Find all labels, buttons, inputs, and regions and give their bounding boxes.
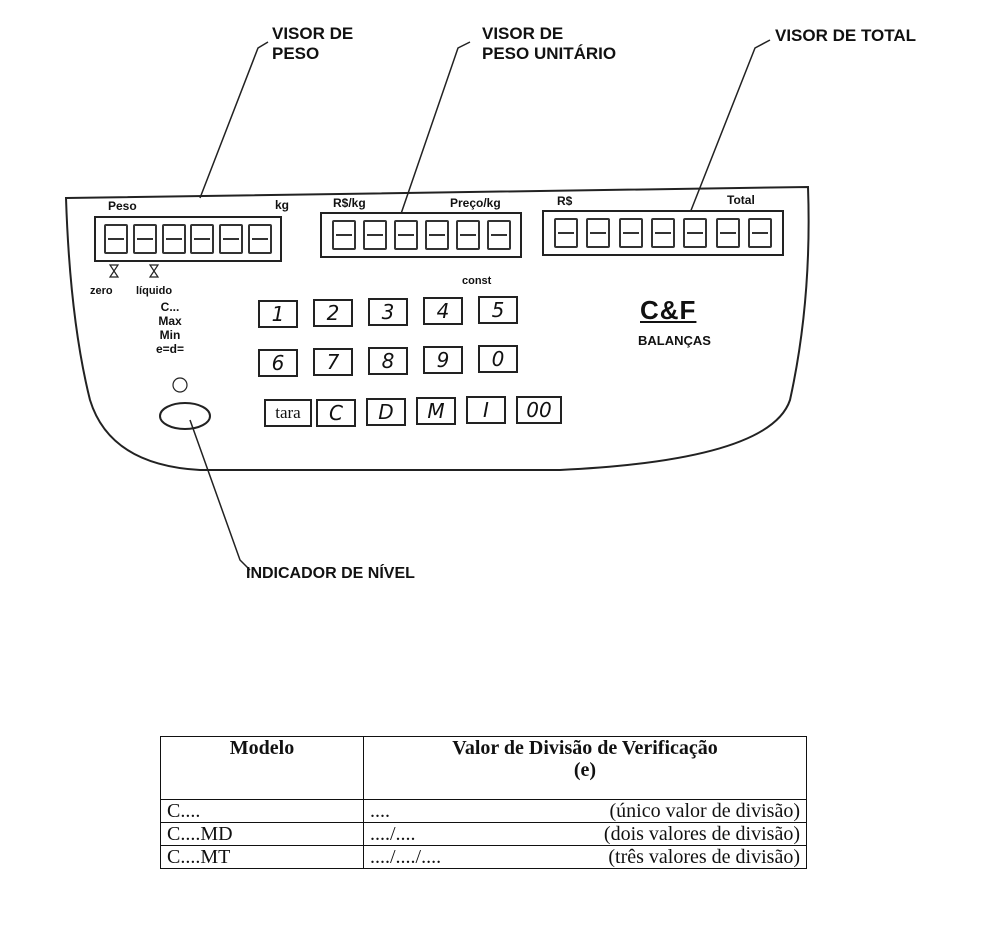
key-4[interactable]: 4 — [423, 297, 463, 325]
model-cell: C....MT — [160, 845, 364, 869]
display-digit — [455, 220, 480, 250]
label-liquido: líquido — [136, 285, 173, 297]
display-digit — [650, 218, 675, 248]
display-digit — [683, 218, 708, 248]
display-digit — [161, 224, 186, 254]
model-cell: C....MD — [160, 822, 364, 846]
header-valor-text: Valor de Divisão de Verificação — [452, 737, 718, 759]
brand-logo-bottom: BALANÇAS — [638, 333, 711, 348]
verification-table: Modelo Valor de Divisão de Verificação (… — [160, 736, 807, 869]
callout-visor-peso-unitario: VISOR DE PESO UNITÁRIO — [482, 24, 616, 64]
callout-nivel-text: INDICADOR DE NÍVEL — [246, 565, 415, 582]
value-desc: (três valores de divisão) — [608, 846, 800, 868]
level-symbol-icon — [172, 377, 188, 393]
display-digit — [218, 224, 243, 254]
side-info-item: e=d= — [155, 342, 185, 356]
table-row: C.... .... (único valor de divisão) — [160, 799, 807, 823]
key-7[interactable]: 7 — [313, 348, 353, 376]
value-text: ..../.... — [370, 823, 416, 845]
key-5[interactable]: 5 — [478, 296, 518, 324]
leader-nivel — [189, 419, 251, 571]
display-digit — [715, 218, 740, 248]
leader-unitario — [391, 41, 471, 241]
display-digit — [586, 218, 611, 248]
liquido-marker-icon — [148, 264, 160, 278]
table-row: C....MT ..../..../.... (três valores de … — [160, 845, 807, 869]
key-8[interactable]: 8 — [368, 347, 408, 375]
key-00[interactable]: 00 — [516, 396, 562, 424]
label-precokg: Preço/kg — [450, 196, 501, 210]
side-info-item: Min — [159, 328, 181, 342]
display-digit — [554, 218, 579, 248]
key-tara[interactable]: tara — [264, 399, 312, 427]
key-9[interactable]: 9 — [423, 346, 463, 374]
label-zero: zero — [90, 285, 113, 297]
key-m[interactable]: M — [416, 397, 456, 425]
side-info-list: C... Max Min e=d= — [150, 300, 190, 356]
callout-visor-peso-line2: PESO — [272, 44, 320, 63]
key-6[interactable]: 6 — [258, 349, 298, 377]
table-row: C....MD ..../.... (dois valores de divis… — [160, 822, 807, 846]
leader-peso — [199, 41, 269, 199]
callout-unitario-line1: VISOR DE — [482, 24, 564, 43]
side-info-item: Max — [158, 314, 182, 328]
label-rskg: R$/kg — [333, 196, 366, 210]
value-text: ..../..../.... — [370, 846, 442, 868]
key-c[interactable]: C — [316, 399, 356, 427]
display-digit — [747, 218, 772, 248]
value-text: .... — [370, 800, 390, 822]
value-desc: (dois valores de divisão) — [603, 823, 800, 845]
key-1[interactable]: 1 — [258, 300, 298, 328]
callout-total-text: VISOR DE TOTAL — [775, 26, 917, 45]
label-total: Total — [727, 193, 755, 207]
display-digit — [104, 224, 129, 254]
header-valor-sub: (e) — [573, 759, 597, 781]
zero-marker-icon — [108, 264, 120, 278]
display-digit — [331, 220, 356, 250]
display-digit — [618, 218, 643, 248]
display-peso-unitario — [320, 212, 522, 258]
value-cell: ..../..../.... (três valores de divisão) — [363, 845, 807, 869]
value-cell: .... (único valor de divisão) — [363, 799, 807, 823]
callout-indicador-nivel: INDICADOR DE NÍVEL — [246, 564, 415, 584]
callout-visor-peso-line1: VISOR DE — [272, 24, 354, 43]
header-modelo: Modelo — [160, 736, 364, 800]
brand-logo-top: C&F — [640, 295, 697, 325]
key-0[interactable]: 0 — [478, 345, 518, 373]
label-rs: R$ — [557, 194, 573, 208]
header-valor: Valor de Divisão de Verificação (e) — [363, 736, 807, 800]
panel-outline — [64, 185, 810, 471]
level-indicator-oval — [159, 402, 211, 430]
key-i[interactable]: I — [466, 396, 506, 424]
key-3[interactable]: 3 — [368, 298, 408, 326]
model-cell: C.... — [160, 799, 364, 823]
side-info-item: C... — [160, 300, 180, 314]
label-peso: Peso — [108, 199, 137, 213]
display-digit — [486, 220, 511, 250]
display-total — [542, 210, 784, 256]
display-digit — [247, 224, 272, 254]
callout-unitario-line2: PESO UNITÁRIO — [482, 44, 617, 63]
label-const: const — [462, 275, 492, 287]
key-d[interactable]: D — [366, 398, 406, 426]
display-digit — [132, 224, 157, 254]
display-digit — [362, 220, 387, 250]
display-peso — [94, 216, 282, 262]
label-kg: kg — [275, 198, 290, 212]
leader-total — [687, 39, 771, 219]
value-cell: ..../.... (dois valores de divisão) — [363, 822, 807, 846]
display-digit — [393, 220, 418, 250]
display-digit — [190, 224, 215, 254]
callout-visor-peso: VISOR DE PESO — [272, 24, 353, 64]
key-2[interactable]: 2 — [313, 299, 353, 327]
value-desc: (único valor de divisão) — [609, 800, 801, 822]
display-digit — [424, 220, 449, 250]
callout-visor-total: VISOR DE TOTAL — [775, 26, 916, 46]
